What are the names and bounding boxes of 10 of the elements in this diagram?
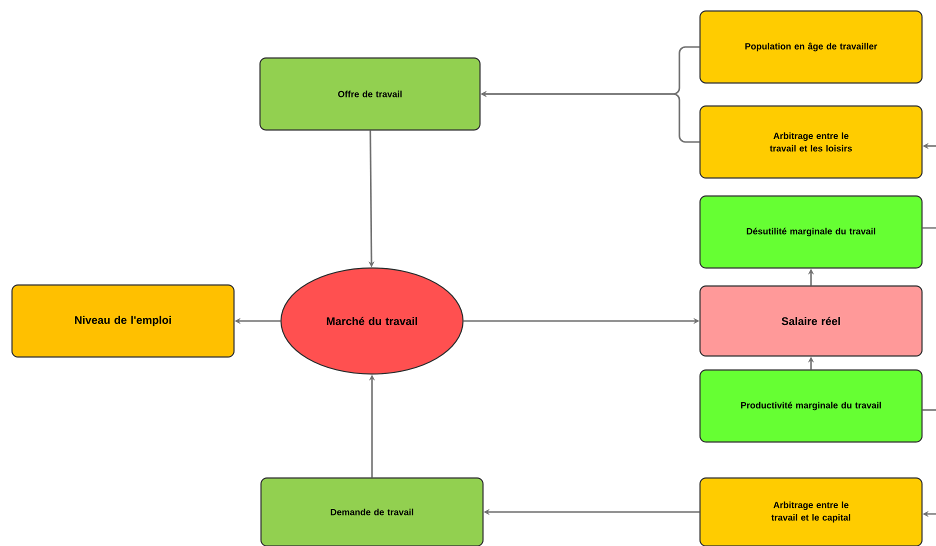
process-box: Offre de travail [259,57,481,131]
process-box: Arbitrage entre le travail et les loisirs [699,105,923,179]
process-box: Productivité marginale du travail [699,369,923,443]
process-box: Population en âge de travailler [699,10,923,84]
process-box: Arbitrage entre le travail et le capital [699,477,923,546]
process-box: Salaire réel [699,285,923,357]
process-box: Désutilité marginale du travail [699,195,923,269]
process-box: Demande de travail [260,477,484,546]
process-box: Niveau de l'emploi [11,284,235,358]
ellipse-node: Marché du travail [280,267,464,375]
